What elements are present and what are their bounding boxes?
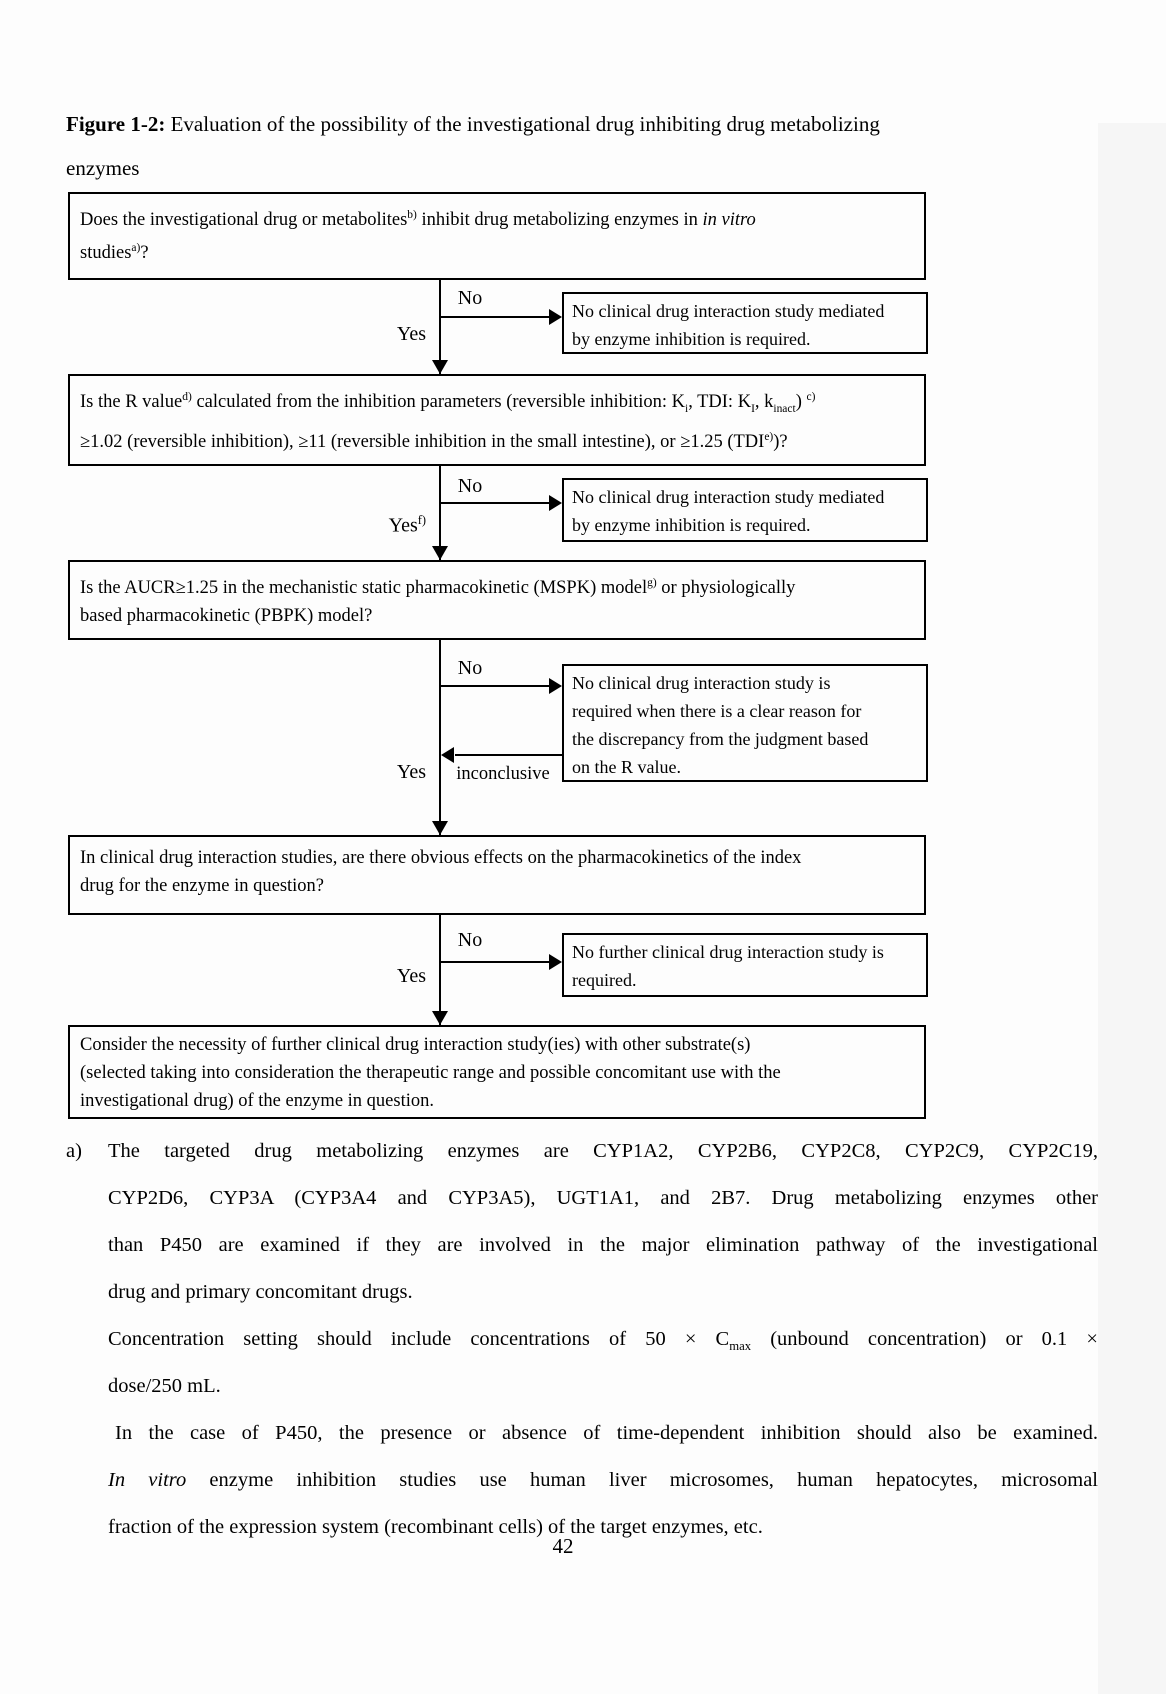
flow-line-no-2	[441, 502, 549, 504]
result-box-2: No clinical drug interaction study media…	[562, 478, 928, 542]
footnote-line: than P450 are examined if they are invol…	[108, 1234, 1098, 1256]
question-box-3: Is the AUCR≥1.25 in the mechanistic stat…	[68, 560, 926, 640]
final-box: Consider the necessity of further clinic…	[68, 1025, 926, 1119]
result-box-4-line: required.	[572, 970, 637, 990]
arrowhead-right-icon	[549, 495, 562, 511]
footnote-line: The targeted drug metabolizing enzymes a…	[108, 1140, 1098, 1162]
result-box-1-line: by enzyme inhibition is required.	[572, 329, 811, 349]
flow-line-down-3	[439, 640, 441, 835]
flow-line-inconclusive	[455, 754, 562, 756]
result-box-2-line: by enzyme inhibition is required.	[572, 515, 811, 535]
footnote-line: In the case of P450, the presence or abs…	[115, 1422, 1098, 1444]
label-yes-1: Yes	[396, 323, 426, 345]
result-box-3-line: on the R value.	[572, 757, 681, 777]
arrowhead-right-icon	[549, 678, 562, 694]
footnote-a: The targeted drug metabolizing enzymes a…	[108, 1128, 1098, 1551]
arrowhead-down-icon	[432, 546, 448, 560]
label-no-4: No	[457, 929, 483, 951]
page-number: 42	[552, 1534, 574, 1558]
footnote-line: fraction of the expression system (recom…	[108, 1516, 763, 1538]
arrowhead-right-icon	[549, 954, 562, 970]
arrowhead-down-icon	[432, 821, 448, 835]
arrowhead-left-icon	[441, 747, 454, 763]
footnote-line: In vitro enzyme inhibition studies use h…	[108, 1469, 1098, 1491]
label-no-2: No	[457, 475, 483, 497]
question-box-4: In clinical drug interaction studies, ar…	[68, 835, 926, 915]
flow-line-down-4	[439, 915, 441, 1025]
flow-line-no-1	[441, 316, 549, 318]
footnote-line: CYP2D6, CYP3A (CYP3A4 and CYP3A5), UGT1A…	[108, 1187, 1098, 1209]
result-box-3: No clinical drug interaction study is re…	[562, 664, 928, 782]
result-box-3-line: No clinical drug interaction study is	[572, 673, 831, 693]
question-box-2: Is the R valued) calculated from the inh…	[68, 374, 926, 466]
label-yes-2: Yesf)	[388, 513, 426, 537]
result-box-1-line: No clinical drug interaction study media…	[572, 301, 885, 321]
footnote-line: drug and primary concomitant drugs.	[108, 1281, 413, 1303]
label-yes-4: Yes	[396, 965, 426, 987]
flow-line-no-4	[441, 961, 549, 963]
flow-line-down-1	[439, 280, 441, 374]
result-box-3-line: the discrepancy from the judgment based	[572, 729, 869, 749]
result-box-4-line: No further clinical drug interaction stu…	[572, 942, 884, 962]
figure-title: Figure 1-2: Evaluation of the possibilit…	[66, 112, 880, 180]
label-no-3: No	[457, 657, 483, 679]
label-yes-3: Yes	[396, 761, 426, 783]
arrowhead-down-icon	[432, 360, 448, 374]
label-no-1: No	[457, 287, 483, 309]
result-box-4: No further clinical drug interaction stu…	[562, 933, 928, 997]
page-edge-shadow	[1098, 123, 1166, 1694]
arrowhead-down-icon	[432, 1011, 448, 1025]
result-box-1: No clinical drug interaction study media…	[562, 292, 928, 354]
label-inconclusive: inconclusive	[456, 764, 550, 784]
result-box-2-line: No clinical drug interaction study media…	[572, 487, 885, 507]
question-box-1: Does the investigational drug or metabol…	[68, 192, 926, 280]
result-box-3-line: required when there is a clear reason fo…	[572, 701, 862, 721]
flow-line-down-2	[439, 466, 441, 560]
footnote-line: Concentration setting should include con…	[108, 1328, 1098, 1354]
footnote-line: dose/250 mL.	[108, 1375, 221, 1397]
footnote-marker: a)	[66, 1140, 82, 1162]
flow-line-no-3	[441, 685, 549, 687]
arrowhead-right-icon	[549, 309, 562, 325]
